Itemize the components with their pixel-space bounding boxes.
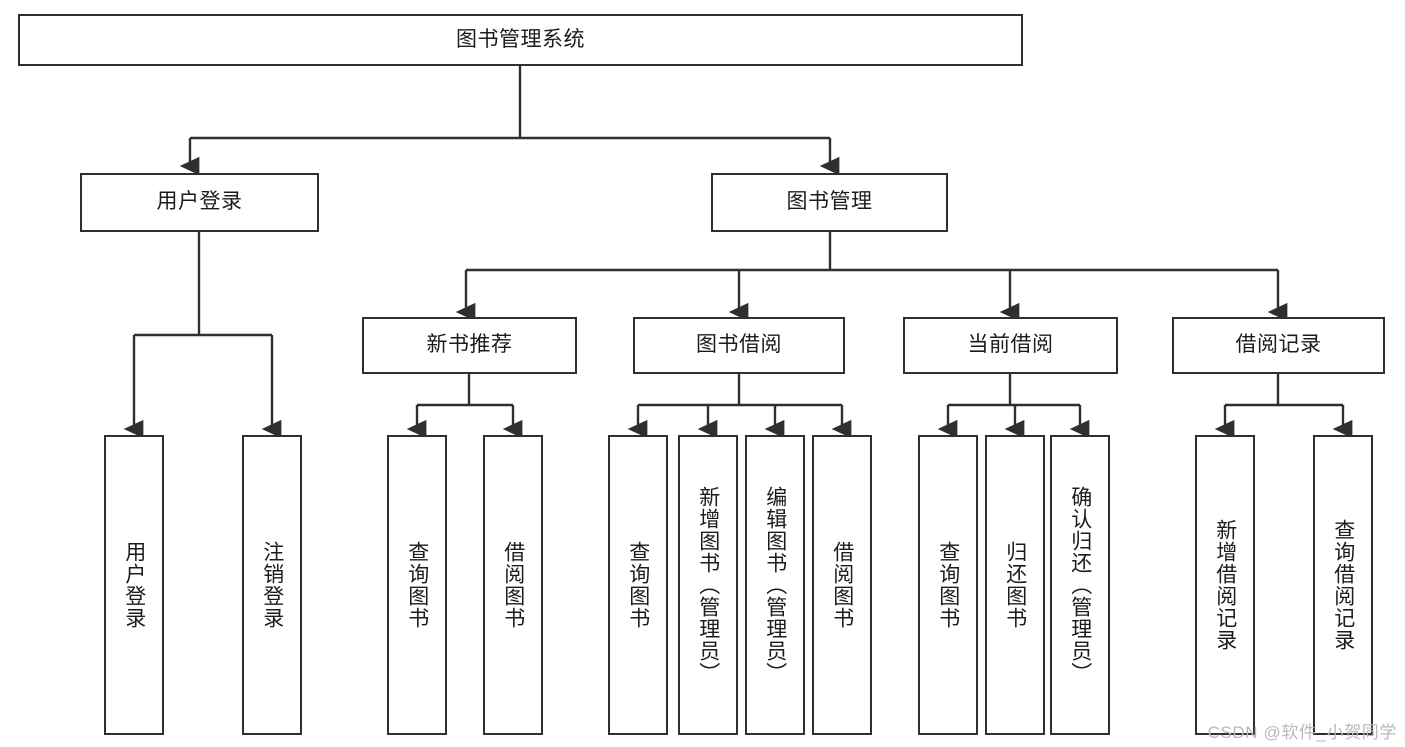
node-label: 查询图书 [405, 541, 429, 629]
node-label: 注销登录 [260, 541, 284, 629]
node-label: 查询图书 [936, 541, 960, 629]
node-label: 用户登录 [122, 541, 146, 629]
node-label: 图书管理系统 [456, 27, 585, 51]
node-label: 新增图书（管理员） [696, 486, 720, 684]
node-label: 图书管理 [786, 190, 873, 214]
node-root[interactable]: 图书管理系统 [18, 14, 1023, 66]
leaf-borrow-book-recommend[interactable]: 借阅图书 [483, 435, 543, 735]
node-new-book-recommend[interactable]: 新书推荐 [362, 317, 577, 374]
leaf-return-book[interactable]: 归还图书 [985, 435, 1045, 735]
node-label: 借阅记录 [1235, 333, 1322, 357]
leaf-add-book-admin[interactable]: 新增图书（管理员） [678, 435, 738, 735]
node-borrow-record[interactable]: 借阅记录 [1172, 317, 1385, 374]
node-label: 归还图书 [1003, 541, 1027, 629]
node-label: 确认归还（管理员） [1068, 486, 1092, 684]
leaf-borrow-book[interactable]: 借阅图书 [812, 435, 872, 735]
leaf-query-book-recommend[interactable]: 查询图书 [387, 435, 447, 735]
node-label: 当前借阅 [967, 333, 1054, 357]
csdn-watermark: CSDN @软件_小贺同学 [1207, 723, 1397, 742]
node-label: 借阅图书 [501, 541, 525, 629]
leaf-confirm-return-admin[interactable]: 确认归还（管理员） [1050, 435, 1110, 735]
node-label: 查询借阅记录 [1331, 519, 1355, 651]
node-label: 图书借阅 [696, 333, 782, 357]
node-book-borrow[interactable]: 图书借阅 [633, 317, 845, 374]
node-current-borrow[interactable]: 当前借阅 [903, 317, 1118, 374]
node-label: 借阅图书 [830, 541, 854, 629]
leaf-add-borrow-record[interactable]: 新增借阅记录 [1195, 435, 1255, 735]
node-user-login[interactable]: 用户登录 [80, 173, 319, 232]
leaf-user-login[interactable]: 用户登录 [104, 435, 164, 735]
leaf-edit-book-admin[interactable]: 编辑图书（管理员） [745, 435, 805, 735]
leaf-query-borrow-record[interactable]: 查询借阅记录 [1313, 435, 1373, 735]
node-label: 查询图书 [626, 541, 650, 629]
node-label: 新增借阅记录 [1213, 519, 1237, 651]
leaf-logout[interactable]: 注销登录 [242, 435, 302, 735]
node-label: 编辑图书（管理员） [763, 486, 787, 684]
leaf-query-book-borrow[interactable]: 查询图书 [608, 435, 668, 735]
node-book-management[interactable]: 图书管理 [711, 173, 948, 232]
leaf-query-book-current[interactable]: 查询图书 [918, 435, 978, 735]
node-label: 新书推荐 [426, 333, 513, 357]
node-label: 用户登录 [156, 190, 243, 214]
